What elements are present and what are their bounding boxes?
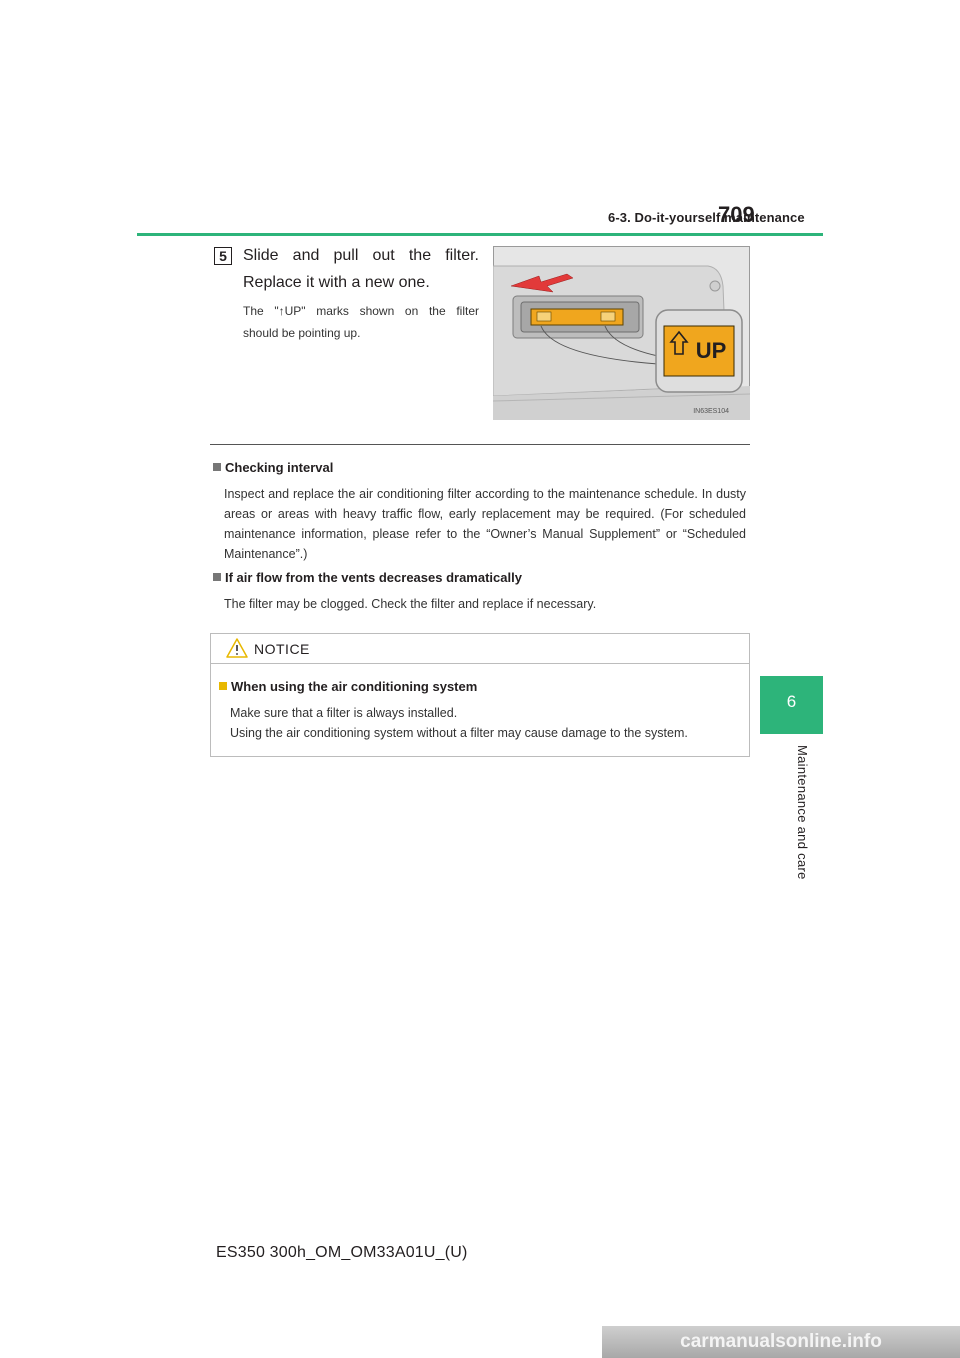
header-rule (137, 233, 823, 236)
step-title-line1: Slide and pull out the filter. (243, 247, 479, 264)
document-code: ES350 300h_OM_OM33A01U_(U) (216, 1244, 468, 1261)
section-body-air-flow: The filter may be clogged. Check the fil… (224, 597, 597, 611)
page-number: 709 (718, 202, 755, 227)
section-divider (210, 444, 750, 445)
section-heading-text: Checking interval (225, 460, 334, 475)
section-heading-air-flow: If air flow from the vents decreases dra… (213, 570, 522, 585)
notice-box: NOTICE When using the air conditioning s… (210, 633, 750, 757)
notice-body-line1: Make sure that a filter is always instal… (230, 706, 458, 720)
section-body-checking-interval: Inspect and replace the air conditioning… (224, 487, 746, 561)
step-title: Slide and pull out the filter. Replace i… (243, 242, 479, 296)
notice-heading-text: When using the air conditioning system (231, 679, 478, 694)
notice-body-line2: Using the air conditioning system withou… (230, 726, 688, 740)
section-title: 6-3. Do-it-yourself maintenance (608, 210, 805, 225)
section-heading-text: If air flow from the vents decreases dra… (225, 570, 522, 585)
notice-title: NOTICE (254, 641, 310, 657)
step-title-line2: Replace it with a new one. (243, 274, 430, 291)
chapter-label: Maintenance and care (795, 745, 810, 880)
step-note: The "↑UP" marks shown on the filter shou… (243, 300, 479, 344)
square-bullet-icon (213, 463, 221, 471)
notice-heading: When using the air conditioning system (219, 679, 477, 694)
watermark-banner[interactable]: carmanualsonline.info (602, 1326, 960, 1358)
notice-body: Make sure that a filter is always instal… (230, 703, 750, 743)
notice-header: NOTICE (211, 634, 749, 664)
section-heading-checking-interval: Checking interval (213, 460, 333, 475)
chapter-tab: 6 (760, 676, 823, 734)
step-number-badge: 5 (214, 247, 232, 265)
filter-illustration: UP IN63ES104 (492, 246, 751, 420)
step-note-line2: should be pointing up. (243, 326, 361, 340)
warning-triangle-icon (226, 638, 248, 663)
step-note-line1: The "↑UP" marks shown on the filter (243, 304, 479, 318)
figure-code: IN63ES104 (693, 408, 729, 415)
up-label: UP (696, 338, 727, 363)
chapter-number: 6 (786, 692, 797, 711)
square-bullet-icon (219, 682, 227, 690)
square-bullet-icon (213, 573, 221, 581)
